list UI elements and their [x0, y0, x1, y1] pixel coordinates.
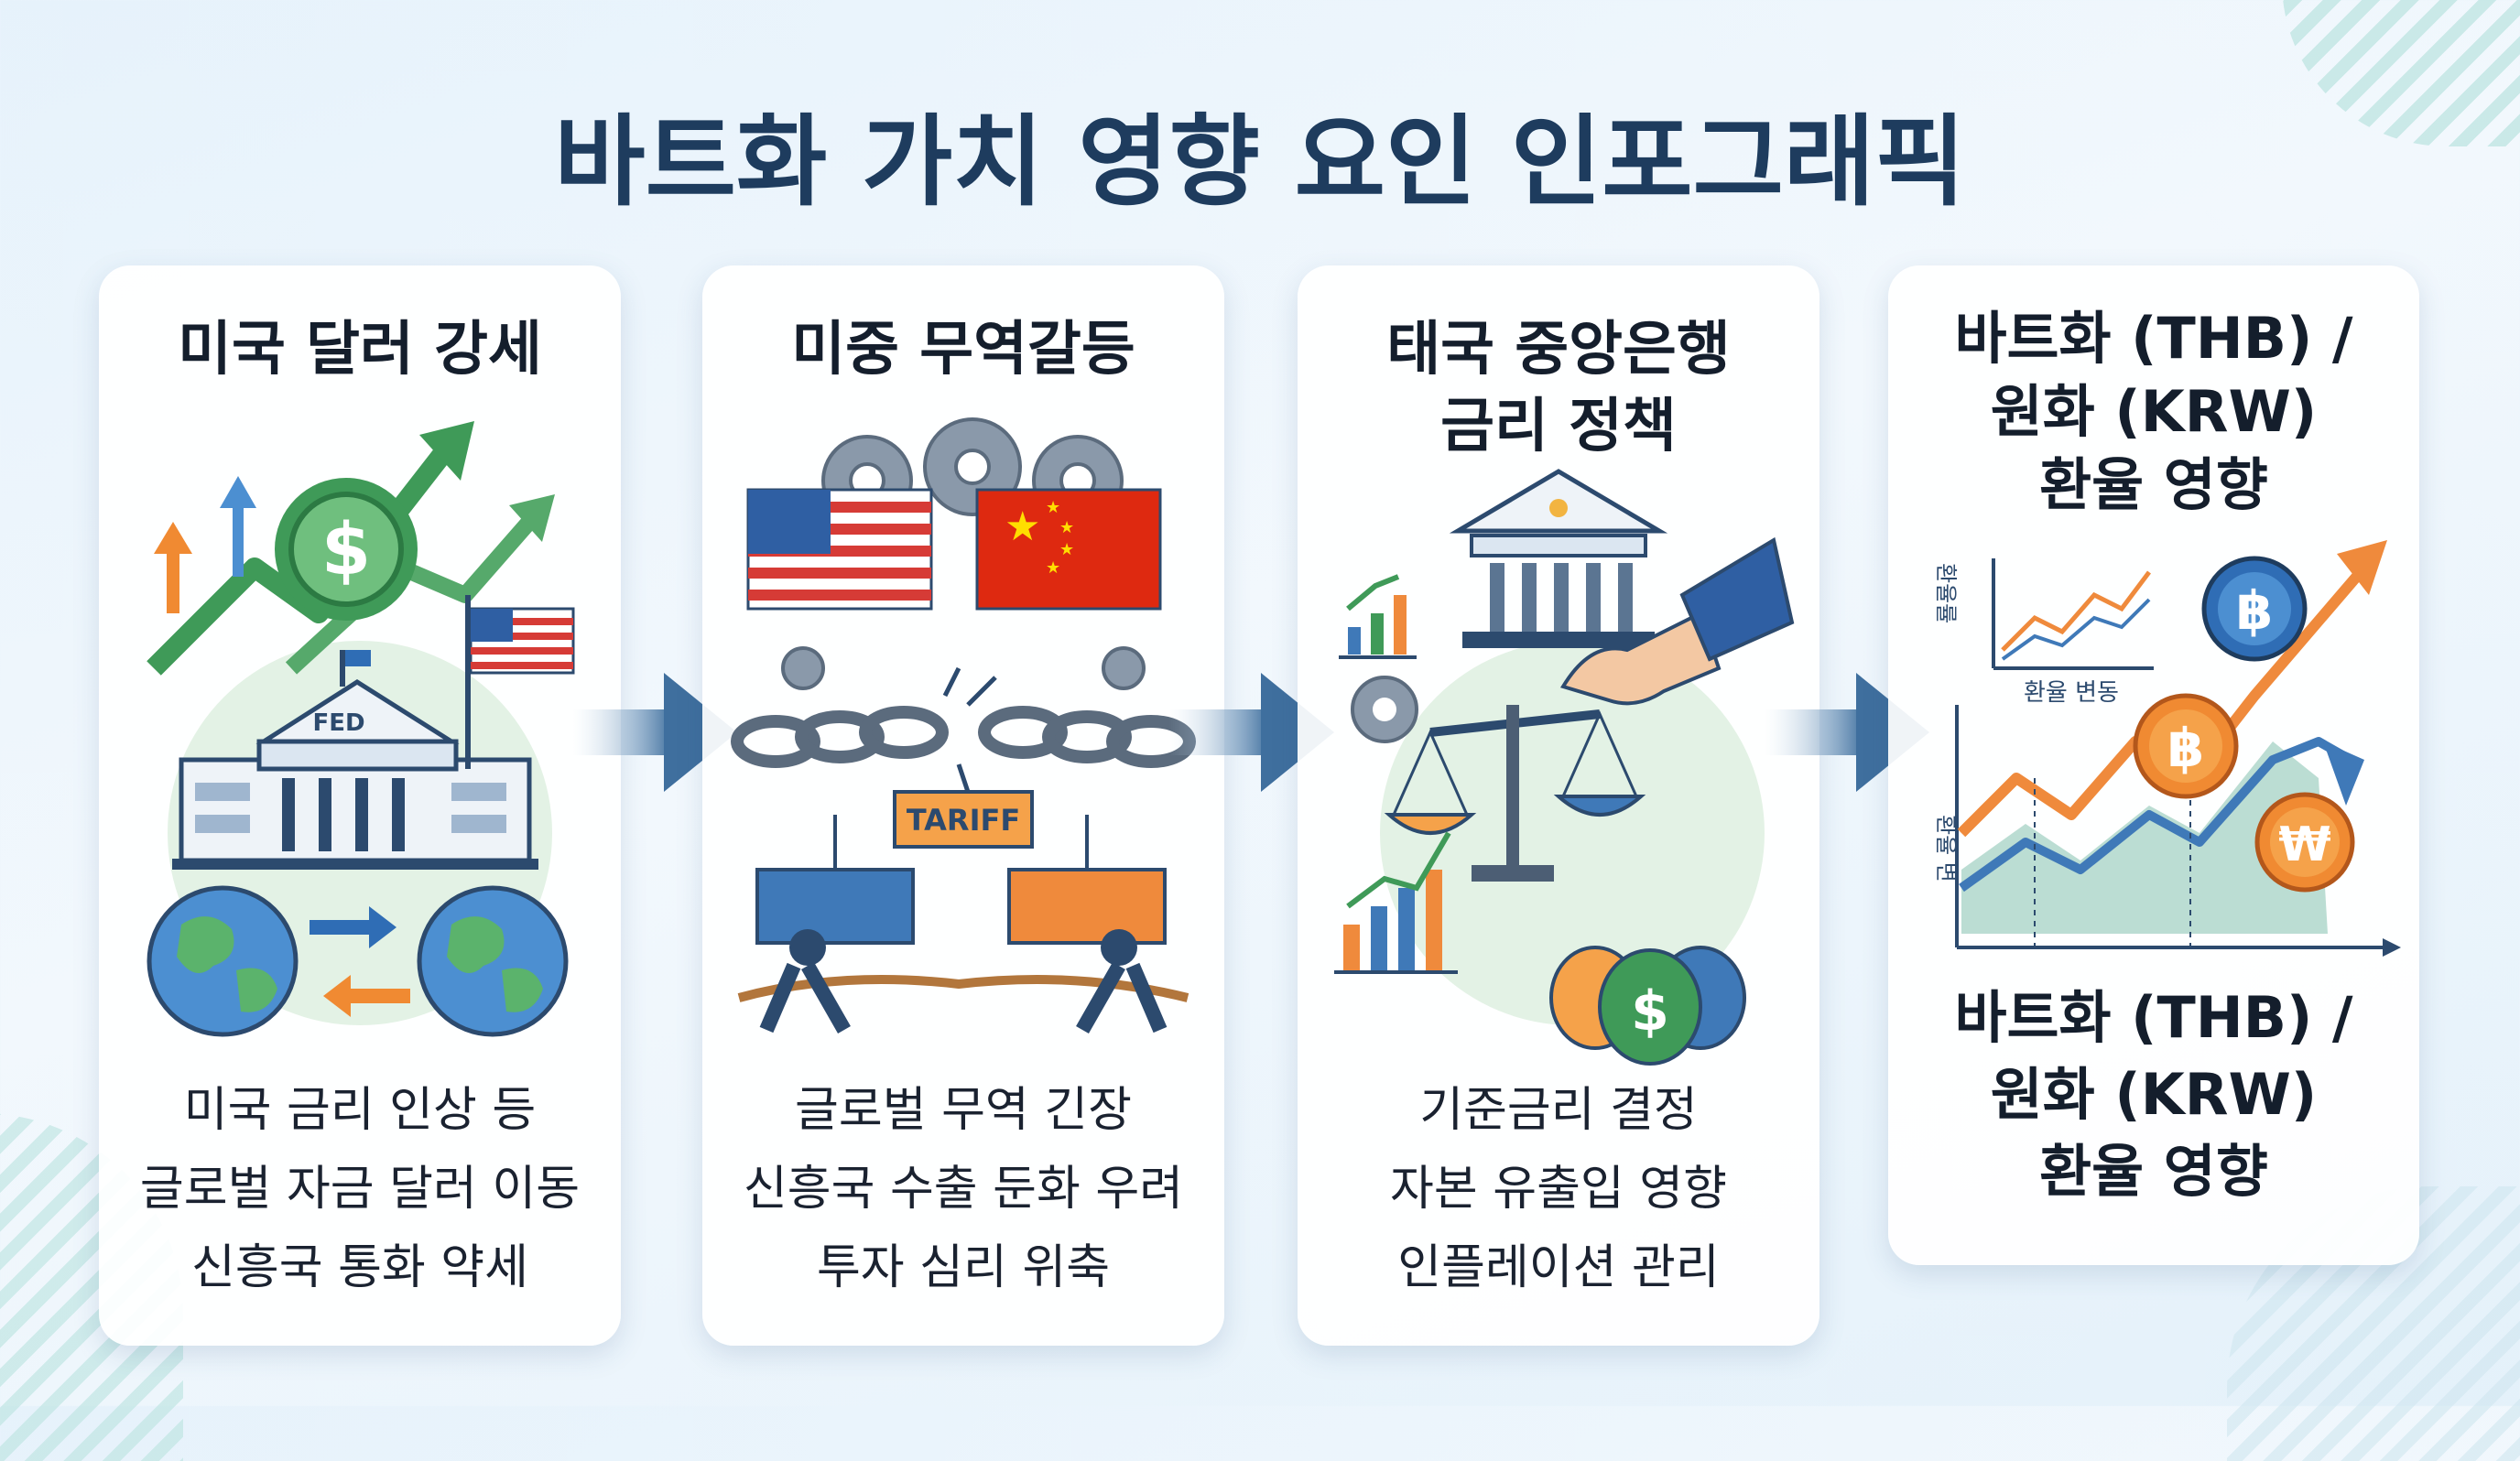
svg-text:₩: ₩	[2278, 817, 2330, 872]
exchange-arrows-icon	[310, 906, 410, 1017]
card-title-line: 환율 영향	[2039, 451, 2268, 518]
card-title-line: 태국 중앙은행	[1386, 316, 1731, 384]
bank-building-icon	[1449, 469, 1668, 648]
svg-text:★: ★	[1059, 540, 1074, 559]
description-line: 미국 금리 인상 등	[183, 1083, 537, 1138]
description-line: 글로벌 자금 달러 이동	[139, 1162, 581, 1217]
svg-text:FED: FED	[312, 709, 364, 737]
card-title-line: 미국 달러 강세	[178, 316, 542, 384]
svg-text:★: ★	[1046, 498, 1060, 517]
tug-of-war-icon	[737, 929, 1189, 1034]
globe-right-icon	[417, 885, 569, 1037]
flow-arrow-icon	[572, 673, 737, 792]
us-flag-icon	[746, 488, 933, 611]
description-line: 자본 유출입 영향	[1390, 1162, 1727, 1217]
bottom-title-line: 환율 영향	[2039, 1138, 2268, 1205]
card-title-line: 금리 정책	[1440, 393, 1677, 460]
broken-chain-icon	[731, 666, 1196, 793]
bottom-title-line: 원화 (KRW)	[1990, 1061, 2318, 1128]
hand-icon	[1559, 536, 1795, 706]
tariff-sign: TARIFF	[893, 790, 1034, 849]
bottom-title-line: 바트화 (THB) /	[1954, 984, 2353, 1051]
svg-text:฿: ฿	[2167, 717, 2204, 779]
svg-text:$: $	[1631, 979, 1669, 1044]
card-bottom-title: 바트화 (THB) / 원화 (KRW) 환율 영향	[1897, 979, 2410, 1210]
svg-text:$: $	[321, 509, 371, 591]
globe-left-icon	[147, 885, 299, 1037]
card-title: 태국 중앙은행 금리 정책	[1316, 311, 1801, 465]
card-title-line: 미중 무역갈등	[791, 316, 1135, 384]
svg-text:환율 변: 환율 변	[1933, 815, 1959, 882]
money-bags-icon: $	[1549, 946, 1746, 1066]
description-line: 신흥국 수출 둔화 우려	[743, 1162, 1184, 1217]
description-line: 인플레이션 관리	[1397, 1240, 1720, 1295]
card-description: 미국 금리 인상 등 글로벌 자금 달러 이동 신흥국 통화 약세	[108, 1071, 612, 1307]
card-title-line: 원화 (KRW)	[1990, 378, 2318, 445]
card-us-dollar: 미국 달러 강세 $ FED	[99, 265, 621, 1346]
shipping-containers-icon	[755, 815, 1167, 945]
description-line: 글로벌 무역 긴장	[795, 1083, 1132, 1138]
trade-conflict-illustration: ★ ★ ★ ★ ★ TARIFF	[731, 417, 1196, 1034]
card-title: 미국 달러 강세	[117, 311, 603, 388]
card-title: 미중 무역갈등	[721, 311, 1206, 388]
card-title: 바트화 (THB) / 원화 (KRW) 환율 영향	[1906, 302, 2401, 522]
card-thb-krw-exchange: 바트화 (THB) / 원화 (KRW) 환율 영향 환율 변동 환율률 환율 …	[1888, 265, 2419, 1265]
card-description: 기준금리 결정 자본 유출입 영향 인플레이션 관리	[1307, 1071, 1810, 1307]
baht-coin-icon: ฿	[2201, 556, 2308, 662]
svg-text:환율률: 환율률	[1933, 563, 1959, 623]
growth-chart-icon	[1334, 831, 1458, 974]
description-line: 투자 심리 위축	[816, 1240, 1111, 1295]
svg-text:★: ★	[1005, 503, 1040, 550]
description-line: 신흥국 통화 약세	[191, 1240, 528, 1295]
page-title: 바트화 가치 영향 요인 인포그래픽	[554, 105, 1966, 220]
card-us-china-trade: 미중 무역갈등 ★ ★ ★ ★ ★ TARI	[702, 265, 1224, 1346]
won-coin-icon: ₩	[2254, 792, 2355, 893]
svg-text:TARIFF: TARIFF	[907, 803, 1020, 838]
card-title-line: 바트화 (THB) /	[1954, 305, 2353, 372]
card-thai-central-bank: 태국 중앙은행 금리 정책	[1298, 265, 1819, 1346]
dollar-strength-illustration: $ FED	[147, 421, 575, 1037]
small-up-arrows-icon	[154, 476, 256, 613]
balance-scale-icon	[1384, 705, 1646, 882]
svg-text:환율 변동: 환율 변동	[2024, 679, 2119, 707]
svg-text:★: ★	[1046, 558, 1060, 578]
baht-coin-orange-icon: ฿	[2133, 693, 2239, 799]
central-bank-illustration: $	[1334, 469, 1795, 1066]
card-description: 글로벌 무역 긴장 신흥국 수출 둔화 우려 투자 심리 위축	[711, 1071, 1215, 1307]
china-flag-icon: ★ ★ ★ ★ ★	[975, 488, 1162, 611]
description-line: 기준금리 결정	[1419, 1083, 1698, 1138]
mini-line-chart: 환율 변동	[1992, 558, 2154, 707]
exchange-rate-illustration: 환율 변동 환율률 환율 변 ฿ ฿ ₩	[1933, 540, 2401, 957]
svg-text:★: ★	[1059, 518, 1074, 537]
us-flag-icon	[465, 595, 575, 769]
fed-building-icon: FED	[172, 650, 538, 870]
bar-chart-icon	[1339, 574, 1417, 659]
svg-text:฿: ฿	[2236, 579, 2273, 642]
dollar-coin-icon: $	[275, 478, 418, 621]
gear-icon	[1351, 676, 1418, 743]
